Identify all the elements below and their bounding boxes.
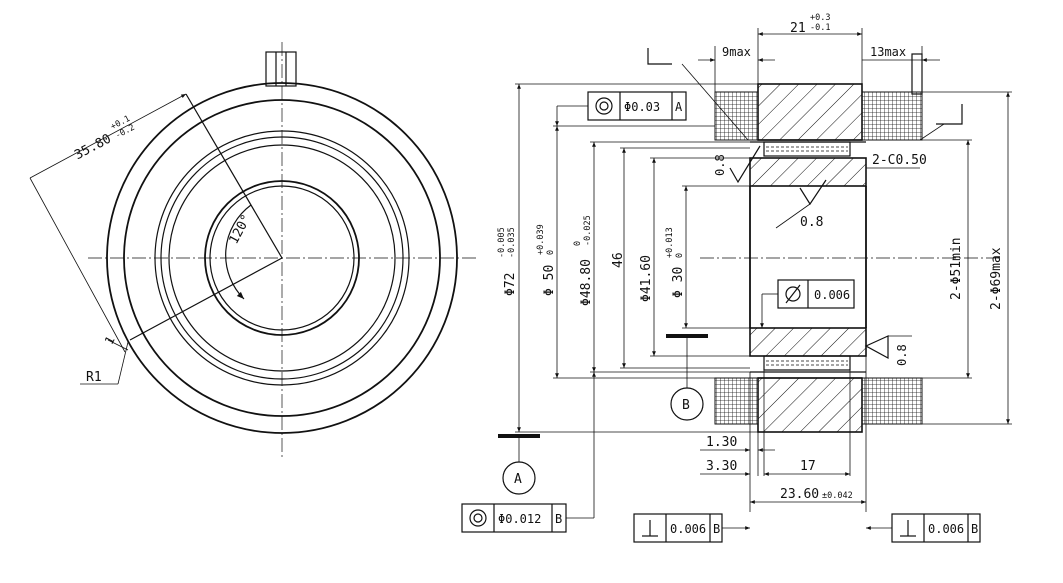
- svg-text:B: B: [713, 522, 720, 536]
- ring-edge: [123, 99, 441, 417]
- shell-outer: [154, 130, 410, 386]
- svg-text:Φ 50: Φ 50: [542, 265, 557, 296]
- hatch-outer-bottom: [757, 377, 863, 433]
- gdt-concentricity-top: Φ0.03 A: [555, 91, 687, 126]
- dim-35-80-ext: [29, 177, 126, 353]
- datum-a: A: [498, 434, 540, 495]
- radial-line-2: [129, 257, 283, 341]
- roughness-symbol-3: 0.8: [864, 335, 912, 366]
- svg-text:0.8: 0.8: [800, 215, 823, 230]
- mesh-block-tr: [861, 91, 923, 141]
- dim-21: 21: [790, 21, 806, 36]
- chamfer-note: 2-C0.50: [872, 153, 927, 168]
- dim-35-80-line: [29, 93, 187, 179]
- dim-23-60-tol: ±0.042: [822, 491, 853, 501]
- svg-text:0.8: 0.8: [895, 344, 909, 366]
- dim-48-80: Φ48.80 0 -0.025: [573, 215, 594, 306]
- datum-b: B: [666, 334, 708, 421]
- dim-30: Φ 30 +0.013 0: [665, 227, 686, 298]
- svg-text:B: B: [555, 512, 562, 526]
- dim-46: 46: [611, 252, 626, 268]
- svg-text:46: 46: [611, 252, 626, 268]
- dim-69max: 2-Φ69max: [989, 247, 1004, 310]
- dim-1-30: 1.30: [706, 435, 737, 450]
- svg-text:0: 0: [675, 253, 685, 258]
- svg-text:0.8: 0.8: [713, 154, 727, 176]
- svg-text:Φ72: Φ72: [503, 273, 518, 296]
- angle-arc: [225, 204, 252, 300]
- svg-text:+0.013: +0.013: [665, 227, 675, 258]
- dim-3-30: 3.30: [706, 459, 737, 474]
- mesh-block-tl: [714, 91, 759, 141]
- svg-text:-0.035: -0.035: [507, 227, 517, 258]
- svg-text:0: 0: [546, 250, 556, 255]
- svg-text:Φ 30: Φ 30: [671, 267, 686, 298]
- mesh-block-bl: [714, 377, 759, 425]
- dim-72: Φ72 -0.005 -0.035: [497, 227, 518, 296]
- svg-text:Φ0.012: Φ0.012: [498, 512, 541, 526]
- section-lug: [911, 53, 923, 95]
- dim-9max: 9max: [722, 45, 751, 59]
- needle-row-top: [763, 141, 851, 157]
- radius-label: R1: [86, 370, 102, 385]
- dim-17: 17: [800, 459, 816, 474]
- dim-41-60: Φ41.60: [639, 255, 654, 302]
- svg-text:A: A: [675, 100, 683, 114]
- dim-51min: 2-Φ51min: [949, 237, 964, 300]
- section-view: Φ72 -0.005 -0.035 Φ 50 +0.039 0 Φ48.80 0…: [497, 13, 1012, 512]
- svg-text:0.006: 0.006: [928, 522, 964, 536]
- bore-inner: [209, 185, 355, 331]
- hatch-outer-top: [757, 83, 863, 141]
- dim-21-upper: +0.3: [810, 13, 830, 23]
- shell-inner: [160, 136, 404, 380]
- dim-23-60: 23.60: [780, 487, 819, 502]
- outer-ring: [106, 82, 458, 434]
- svg-text:A: A: [514, 472, 522, 487]
- svg-text:+0.039: +0.039: [536, 224, 546, 255]
- bore-outer: [204, 180, 360, 336]
- front-view: 120° 35.80 +0.1 -0.2 R1 1: [29, 42, 478, 458]
- gdt-perpendicular-left: 0.006 B: [633, 513, 750, 543]
- svg-text:B: B: [971, 522, 978, 536]
- svg-text:0.006: 0.006: [814, 288, 850, 302]
- hatch-inner-bottom: [749, 327, 867, 357]
- needle-circle: [168, 144, 396, 372]
- gdt-perpendicular-right: 0.006 B: [866, 513, 981, 543]
- dim-21-lower: -0.1: [810, 23, 830, 33]
- mesh-block-br: [861, 377, 923, 425]
- dim-13max: 13max: [870, 45, 906, 59]
- svg-text:Φ48.80: Φ48.80: [579, 259, 594, 306]
- dim-50: Φ 50 +0.039 0: [536, 224, 557, 296]
- dim-35-80: 35.80 +0.1 -0.2: [72, 114, 136, 164]
- lug-tab: [265, 51, 297, 87]
- roughness-symbol-2: 0.8: [775, 179, 827, 230]
- roughness-symbol-1: 0.8: [713, 145, 761, 184]
- svg-text:35.80: 35.80: [72, 132, 114, 164]
- svg-text:0.006: 0.006: [670, 522, 706, 536]
- needle-row-bottom: [763, 355, 851, 371]
- svg-text:Φ0.03: Φ0.03: [624, 100, 660, 114]
- chamfer-label: 1: [102, 334, 118, 347]
- svg-text:Φ41.60: Φ41.60: [639, 255, 654, 302]
- hatch-inner-top: [749, 157, 867, 187]
- svg-text:0: 0: [573, 241, 583, 246]
- svg-text:-0.025: -0.025: [583, 215, 593, 246]
- svg-text:B: B: [682, 398, 690, 413]
- gdt-concentricity-bottom: Φ0.012 B: [461, 372, 596, 533]
- svg-text:-0.005: -0.005: [497, 227, 507, 258]
- radial-line: [185, 93, 283, 259]
- gdt-cylindricity: 0.006: [760, 279, 855, 328]
